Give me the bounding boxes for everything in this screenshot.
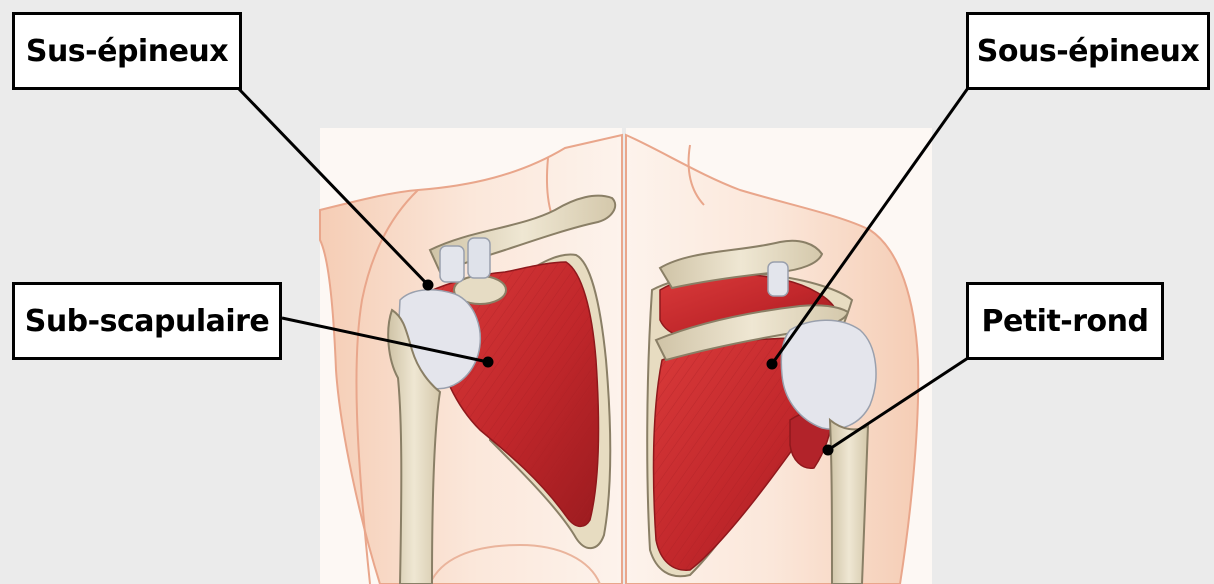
leader-dot-petit-rond xyxy=(824,446,832,454)
label-petit-rond: Petit-rond xyxy=(966,282,1164,360)
leader-dot-sous-epineux xyxy=(768,360,776,368)
leader-dot-sub-scapulaire xyxy=(484,358,492,366)
label-sus-epineux: Sus-épineux xyxy=(12,12,242,90)
leader-dot-sus-epineux xyxy=(424,281,432,289)
label-sub-scapulaire: Sub-scapulaire xyxy=(12,282,282,360)
label-sous-epineux: Sous-épineux xyxy=(966,12,1210,90)
